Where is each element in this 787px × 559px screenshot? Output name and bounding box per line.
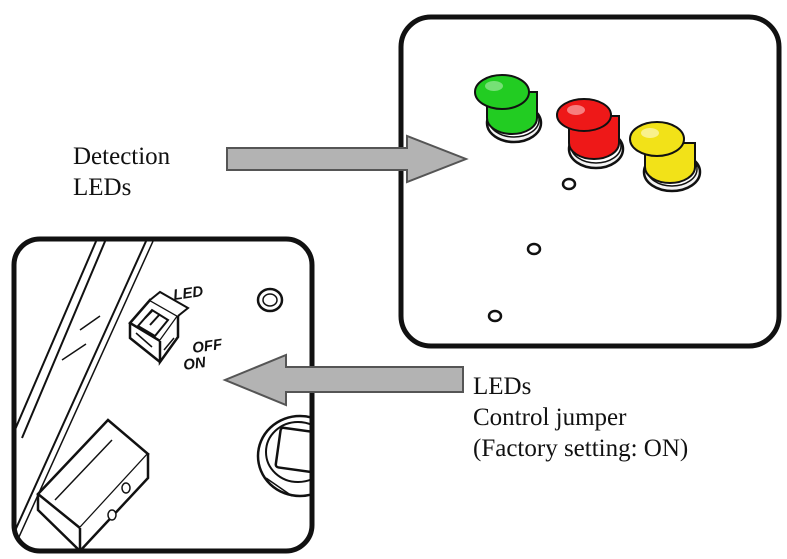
- jumper-panel-frame: [11, 236, 315, 554]
- silkscreen-off-label: OFF: [191, 336, 224, 357]
- cable-gland: [256, 414, 312, 498]
- detection-label-line1: Detection: [73, 143, 171, 170]
- silkscreen-on-label: ON: [182, 354, 208, 374]
- mounting-hole: [487, 309, 503, 323]
- detection-leds-frame: [398, 14, 782, 349]
- detection-leds-label: Detection LEDs: [73, 141, 170, 203]
- board-edge-rail: [14, 239, 148, 534]
- screw-hole: [256, 287, 284, 313]
- detection-label-line2: LEDs: [73, 174, 132, 201]
- red-led: [556, 98, 625, 170]
- jumper-label: LEDs Control jumper (Factory setting: ON…: [473, 371, 688, 464]
- detection-leds-panel: [398, 14, 782, 349]
- jumper-panel: LED OFF ON: [11, 236, 315, 554]
- board-edge-rail: [14, 239, 98, 433]
- jumper-header: [128, 290, 190, 366]
- arrow-to-detection-leds: [226, 134, 469, 184]
- green-led: [474, 74, 543, 144]
- arrow-to-jumper: [222, 353, 464, 407]
- yellow-led: [629, 121, 702, 193]
- jumper-label-line1: LEDs: [473, 373, 532, 400]
- jumper-label-line2: Control jumper: [473, 404, 627, 431]
- terminal-block: [36, 418, 150, 551]
- silkscreen-led-label: LED: [172, 283, 204, 304]
- mounting-hole: [561, 177, 577, 191]
- board-edge-rail: [21, 239, 107, 439]
- jumper-label-line3: (Factory setting: ON): [473, 435, 689, 462]
- mounting-hole: [526, 242, 542, 256]
